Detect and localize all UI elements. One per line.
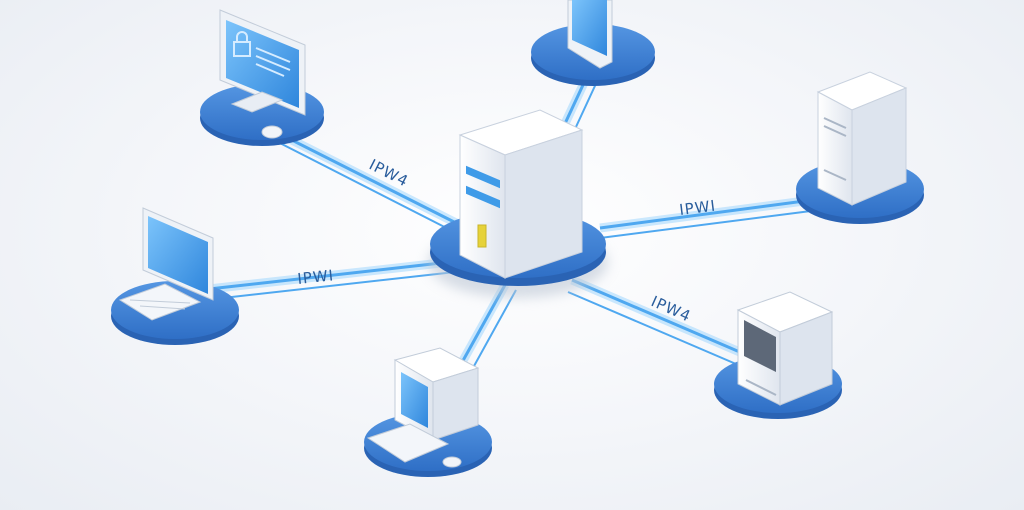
- crt-computer-icon: [366, 347, 480, 468]
- link-desktop-left: [199, 257, 456, 301]
- monitor-lock-icon: [219, 9, 306, 139]
- link-terminal-right: [567, 275, 772, 377]
- smartphone-icon: [567, 0, 613, 69]
- monitor-keyboard-icon: [118, 207, 214, 321]
- terminal-computer-icon: [736, 291, 834, 406]
- links: [199, 68, 851, 425]
- link-label-server-right: IPWI: [678, 197, 717, 219]
- link-label-desktop-left: IPWI: [297, 266, 335, 288]
- server-right-icon: [816, 71, 908, 206]
- server-tower-icon: [458, 109, 584, 279]
- link-workstation-secure: [259, 120, 473, 241]
